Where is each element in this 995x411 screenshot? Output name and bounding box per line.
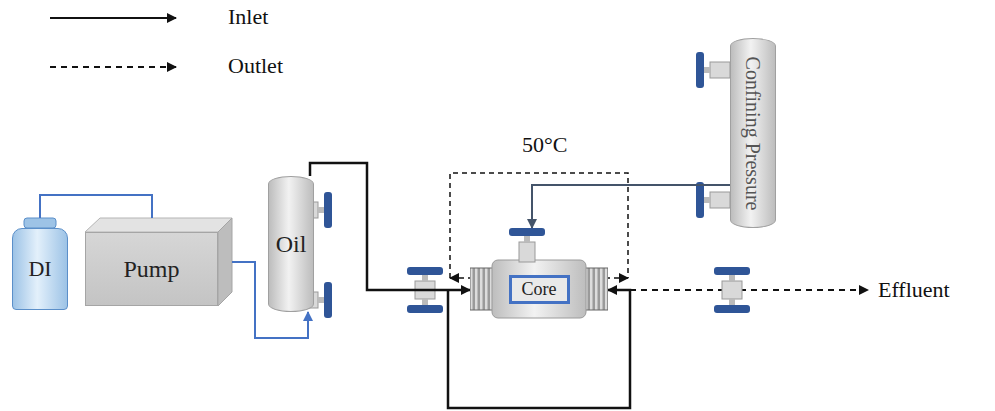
flow-connector bbox=[40, 195, 152, 218]
holder-sleeve bbox=[492, 260, 586, 318]
valve-symbol bbox=[509, 228, 545, 262]
legend-text: Outlet bbox=[228, 53, 283, 79]
legend-sample-line bbox=[50, 17, 176, 19]
node-text: Pump bbox=[123, 256, 179, 283]
top-valve bbox=[507, 228, 547, 262]
holder-thread bbox=[470, 268, 494, 310]
water-bottle: DI bbox=[12, 228, 68, 310]
temperature-label: 50°C bbox=[522, 132, 567, 158]
flow-connector bbox=[310, 163, 470, 290]
node-text: Core bbox=[509, 275, 570, 304]
pump-box: Pump bbox=[85, 232, 218, 306]
holder-thread bbox=[584, 268, 608, 310]
legend-text: Inlet bbox=[228, 4, 268, 30]
oil-cylinder: Oil bbox=[268, 176, 314, 312]
confining-pressure-cylinder: Confining Pressure bbox=[730, 38, 776, 228]
effluent-label: Effluent bbox=[878, 277, 950, 303]
node-text: Confining Pressure bbox=[742, 56, 765, 210]
legend-sample-line bbox=[50, 66, 176, 68]
core-holder: Core bbox=[470, 258, 608, 320]
node-text: DI bbox=[28, 256, 51, 282]
node-text: Oil bbox=[276, 231, 307, 258]
flow-connector bbox=[532, 185, 730, 228]
